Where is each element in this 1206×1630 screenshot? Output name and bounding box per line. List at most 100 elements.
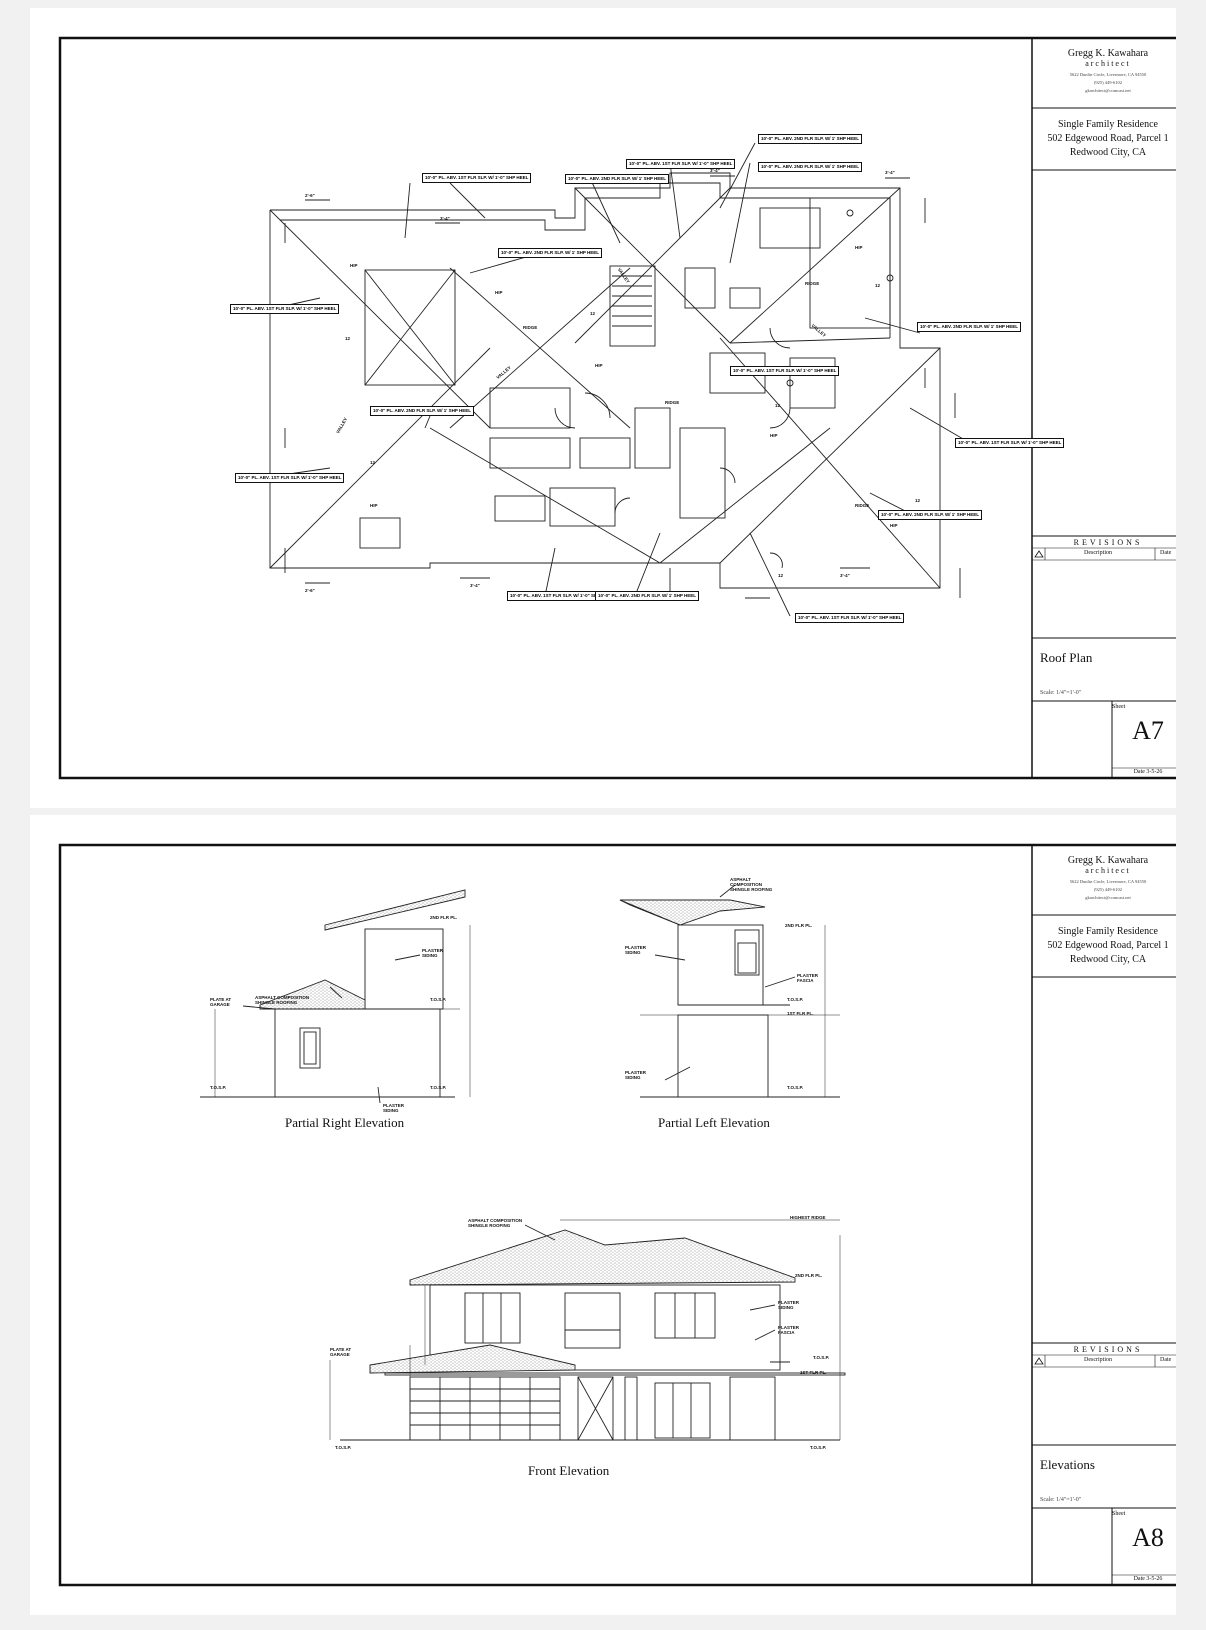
tos-label: T.O.S.P. <box>430 1085 447 1090</box>
siding-note: PLASTER SIDING <box>625 1070 647 1080</box>
second-floor-label: 2ND FLR PL. <box>785 923 813 928</box>
hip-label: HIP <box>350 263 358 268</box>
plate-garage-note: PLATE AT GARAGE <box>210 997 232 1007</box>
sheet-number: A8 <box>1132 1523 1164 1552</box>
tos-label: T.O.S.P. <box>810 1445 827 1450</box>
slope-label: 12 <box>775 403 781 408</box>
plate-callout: 10'-0" PL. ABV. 2ND FLR SLP. W/ 1' SHP H… <box>370 406 475 416</box>
partial-right-elevation-caption: Partial Right Elevation <box>285 1115 405 1130</box>
plate-callout: 10'-0" PL. ABV. 1ST FLR SLP. W/ 1'-0" SH… <box>235 473 345 483</box>
scale-label: Scale: 1/4"=1'-0" <box>1040 1497 1082 1503</box>
revisions-description-col: Description <box>1084 550 1112 556</box>
first-floor-label: 1ST FLR PL. <box>800 1370 827 1375</box>
sheet-elevations: ASPHALT COMPOSITION SHINGLE ROOFING PLAS… <box>30 815 1176 1615</box>
siding-note: PLASTER SIDING <box>625 945 647 955</box>
sheet-date: Date 3-5-26 <box>1133 1576 1163 1582</box>
siding-note: PLASTER SIDING <box>422 948 444 958</box>
hip-label: HIP <box>495 290 503 295</box>
slope-label: 12 <box>345 336 351 341</box>
dimension-label: 3'-4" <box>470 583 480 588</box>
sheet-number: A7 <box>1132 716 1164 745</box>
ridge-label: RIDGE <box>855 503 870 508</box>
slope-label: 12 <box>778 573 784 578</box>
tos-label: T.O.S.P. <box>335 1445 352 1450</box>
title-block: Gregg K. Kawahara architect 5622 Dunlin … <box>1032 845 1184 1585</box>
dimension-label: 3'-4" <box>710 168 720 173</box>
partial-left-elevation-caption: Partial Left Elevation <box>658 1115 770 1130</box>
sheet-label: Sheet <box>1112 704 1126 710</box>
dimension-label: 2'-6" <box>305 588 315 593</box>
project-name: Single Family Residence <box>1058 926 1158 937</box>
project-city: Redwood City, CA <box>1069 954 1147 965</box>
sheet-date: Date 3-5-26 <box>1133 769 1163 775</box>
revisions-description-col: Description <box>1084 1357 1112 1363</box>
plate-callout: 10'-0" PL. ABV. 2ND FLR SLP. W/ 1' SHP H… <box>595 591 700 601</box>
revisions-header: REVISIONS <box>1073 1345 1143 1354</box>
front-elevation-caption: Front Elevation <box>528 1463 610 1478</box>
plate-callout: 10'-0" PL. ABV. 1ST FLR SLP. W/ 1'-0" SH… <box>795 613 905 623</box>
title-block: Gregg K. Kawahara architect 5622 Dunlin … <box>1032 38 1184 778</box>
tos-label: T.O.S.P. <box>787 997 804 1002</box>
firm-address: 5622 Dunlin Circle, Livermore, CA 94550 <box>1069 72 1147 77</box>
firm-email: gkarchitect@comcast.net <box>1085 88 1131 93</box>
roofing-note: ASPHALT COMPOSITION SHINGLE ROOFING <box>730 877 773 892</box>
ridge-label: RIDGE <box>805 281 820 286</box>
slope-label: 12 <box>370 460 376 465</box>
sheet-label: Sheet <box>1112 1511 1126 1517</box>
firm-name: Gregg K. Kawahara <box>1067 855 1149 866</box>
second-floor-label: 2ND FLR PL. <box>430 915 458 920</box>
ridge-label: RIDGE <box>665 400 680 405</box>
plate-callout: 10'-0" PL. ABV. 2ND FLR SLP. W/ 1' SHP H… <box>498 248 603 258</box>
roofing-note: ASPHALT COMPOSITION SHINGLE ROOFING <box>468 1218 523 1228</box>
hip-label: HIP <box>890 523 898 528</box>
fascia-note: PLASTER FASCIA <box>797 973 819 983</box>
revisions-date-col: Date <box>1160 550 1172 556</box>
hip-label: HIP <box>370 503 378 508</box>
sheet-title: Roof Plan <box>1040 650 1093 665</box>
dimension-label: 3'-4" <box>885 170 895 175</box>
slope-label: 12 <box>590 311 596 316</box>
first-floor-label: 1ST FLR PL. <box>787 1011 814 1016</box>
sheet-roof-plan: RIDGE RIDGE RIDGE RIDGE VALLEY VALLEY VA… <box>30 8 1176 808</box>
roofing-note: ASPHALT COMPOSITION SHINGLE ROOFING <box>255 995 310 1005</box>
roof-plan-drawing <box>58 36 1176 780</box>
fascia-note: PLASTER FASCIA <box>778 1325 800 1335</box>
tos-label: T.O.S.P. <box>813 1355 830 1360</box>
hip-label: HIP <box>595 363 603 368</box>
plate-callout: 10'-0" PL. ABV. 2ND FLR SLP. W/ 1' SHP H… <box>878 510 983 520</box>
firm-phone: (925) 449-6102 <box>1093 887 1123 892</box>
project-address: 502 Edgewood Road, Parcel 1 <box>1047 940 1169 951</box>
slope-label: 12 <box>875 283 881 288</box>
project-city: Redwood City, CA <box>1069 147 1147 158</box>
firm-name: Gregg K. Kawahara <box>1067 48 1149 59</box>
plate-callout: 10'-0" PL. ABV. 1ST FLR SLP. W/ 1'-0" SH… <box>626 159 736 169</box>
firm-phone: (925) 449-6102 <box>1093 80 1123 85</box>
project-address: 502 Edgewood Road, Parcel 1 <box>1047 133 1169 144</box>
plate-callout: 10'-0" PL. ABV. 1ST FLR SLP. W/ 1'-0" SH… <box>422 173 532 183</box>
firm-subtitle: architect <box>1085 59 1131 68</box>
firm-subtitle: architect <box>1085 866 1131 875</box>
plate-callout: 10'-0" PL. ABV. 2ND FLR SLP. W/ 1' SHP H… <box>758 134 863 144</box>
tos-label: T.O.S.P. <box>210 1085 227 1090</box>
slope-label: 12 <box>915 498 921 503</box>
highest-ridge-label: HIGHEST RIDGE <box>790 1215 826 1220</box>
plate-callout: 10'-0" PL. ABV. 1ST FLR SLP. W/ 1'-0" SH… <box>955 438 1065 448</box>
plate-callout: 10'-0" PL. ABV. 2ND FLR SLP. W/ 1' SHP H… <box>758 162 863 172</box>
hip-label: HIP <box>855 245 863 250</box>
tos-label: T.O.S.P. <box>787 1085 804 1090</box>
revisions-header: REVISIONS <box>1073 538 1143 547</box>
siding-note: PLASTER SIDING <box>778 1300 800 1310</box>
ridge-label: RIDGE <box>523 325 538 330</box>
tos-label: T.O.S.P. <box>430 997 447 1002</box>
plate-callout: 10'-0" PL. ABV. 1ST FLR SLP. W/ 1'-0" SH… <box>230 304 340 314</box>
sheet-title: Elevations <box>1040 1457 1095 1472</box>
plate-garage-note: PLATE AT GARAGE <box>330 1347 352 1357</box>
dimension-label: 3'-4" <box>440 216 450 221</box>
hip-label: HIP <box>770 433 778 438</box>
project-name: Single Family Residence <box>1058 119 1158 130</box>
firm-email: gkarchitect@comcast.net <box>1085 895 1131 900</box>
elevations-drawing <box>58 843 1176 1587</box>
plate-callout: 10'-0" PL. ABV. 2ND FLR SLP. W/ 1' SHP H… <box>565 174 670 184</box>
siding-note: PLASTER SIDING <box>383 1103 405 1113</box>
dimension-label: 2'-6" <box>305 193 315 198</box>
